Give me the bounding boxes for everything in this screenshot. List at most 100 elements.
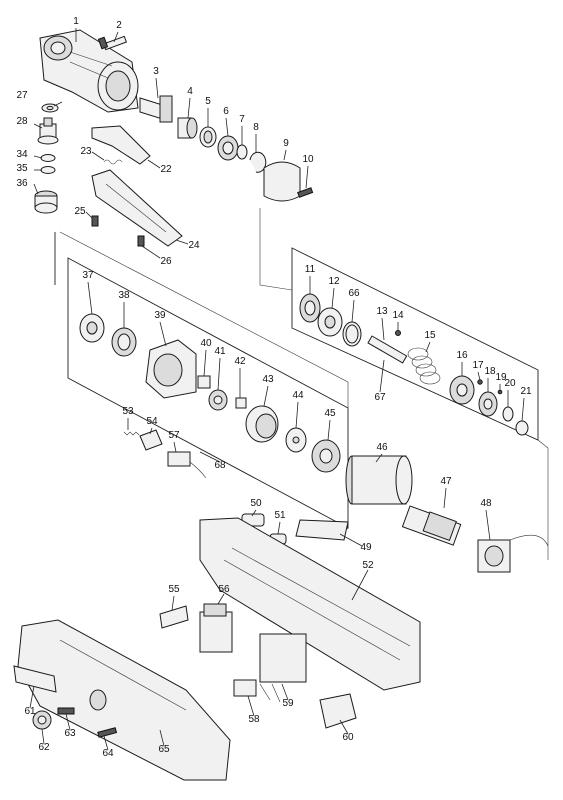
part-41-gear <box>208 389 228 411</box>
part-10-screw <box>297 187 314 198</box>
callout-53: 53 <box>122 406 134 417</box>
part-36-sleeve <box>34 190 58 214</box>
part-38-ring <box>111 327 137 357</box>
part-5-ring <box>199 126 217 148</box>
part-44-flat-washer <box>285 427 307 453</box>
callout-27: 27 <box>16 90 28 101</box>
callout-49: 49 <box>360 542 372 553</box>
part-18-bearing <box>478 391 498 417</box>
part-6-ball-bearing <box>217 135 239 161</box>
callout-16: 16 <box>456 350 468 361</box>
part-66-o-ring <box>342 321 362 347</box>
part-48-switch <box>477 534 549 573</box>
part-22-switch-lever <box>91 125 151 165</box>
part-40-needle-bearing <box>197 375 211 389</box>
part-45-bearing-retainer <box>311 439 341 473</box>
callout-35: 35 <box>16 163 28 174</box>
callout-8: 8 <box>253 122 259 133</box>
part-57-lead-wire <box>167 451 207 479</box>
part-62-knob <box>32 710 52 730</box>
callout-47: 47 <box>440 476 452 487</box>
callout-51: 51 <box>274 510 286 521</box>
callout-45: 45 <box>324 408 336 419</box>
callout-62: 62 <box>38 742 50 753</box>
part-35-o-ring <box>40 166 56 174</box>
callout-64: 64 <box>102 748 114 759</box>
part-49-label <box>295 519 349 541</box>
part-58-plate <box>233 679 257 697</box>
part-28-anvil <box>37 117 59 145</box>
part-12-cam <box>317 307 343 337</box>
part-16-hammer <box>449 375 475 405</box>
part-14-steel-ball <box>395 330 401 336</box>
part-25-screw <box>91 215 99 227</box>
callout-15: 15 <box>424 330 436 341</box>
part-19-ball <box>497 389 503 395</box>
callout-21: 21 <box>520 386 532 397</box>
callout-59: 59 <box>282 698 294 709</box>
part-43-internal-gear <box>245 405 279 443</box>
callout-6: 6 <box>223 106 229 117</box>
part-21-nut <box>515 420 529 436</box>
part-3-spindle <box>139 95 173 123</box>
part-8-retaining-ring <box>249 151 267 173</box>
callout-39: 39 <box>154 310 166 321</box>
part-7-washer <box>236 144 248 160</box>
callout-14: 14 <box>392 310 404 321</box>
callout-52: 52 <box>362 560 374 571</box>
callout-66: 66 <box>348 288 360 299</box>
part-13-shaft <box>367 335 408 364</box>
callout-5: 5 <box>205 96 211 107</box>
part-17-steel-ball <box>477 379 483 385</box>
part-63-screw <box>57 707 75 715</box>
callout-41: 41 <box>214 346 226 357</box>
part-53-spring <box>123 431 140 436</box>
leader-lines <box>33 28 309 259</box>
part-52-motor-housing <box>199 517 421 691</box>
callout-46: 46 <box>376 442 388 453</box>
callout-20: 20 <box>504 378 516 389</box>
callout-44: 44 <box>292 390 304 401</box>
callout-37: 37 <box>82 270 94 281</box>
callout-24: 24 <box>188 240 200 251</box>
callout-26: 26 <box>160 256 172 267</box>
callout-12: 12 <box>328 276 340 287</box>
callout-68: 68 <box>214 460 226 471</box>
callout-67: 67 <box>374 392 386 403</box>
callout-43: 43 <box>262 374 274 385</box>
callout-65: 65 <box>158 744 170 755</box>
callout-18: 18 <box>484 366 496 377</box>
callout-23: 23 <box>80 146 92 157</box>
part-37-cover <box>79 313 105 343</box>
callout-50: 50 <box>250 498 262 509</box>
callout-22: 22 <box>160 164 172 175</box>
part-59-controller <box>259 633 307 703</box>
callout-58: 58 <box>248 714 260 725</box>
part-61-strip <box>13 665 57 693</box>
callout-38: 38 <box>118 290 130 301</box>
part-24-plate <box>91 169 183 247</box>
part-4-needle-bearing <box>177 117 198 139</box>
callout-36: 36 <box>16 178 28 189</box>
part-34-ring <box>40 154 56 162</box>
callout-42: 42 <box>234 356 246 367</box>
part-9-band <box>263 161 301 202</box>
callout-7: 7 <box>239 114 245 125</box>
callout-3: 3 <box>153 66 159 77</box>
part-55-strip <box>159 605 189 629</box>
callout-48: 48 <box>480 498 492 509</box>
part-20-washer <box>502 406 514 422</box>
part-2-screw <box>97 35 128 51</box>
callout-1: 1 <box>73 16 79 27</box>
part-47-armature <box>401 505 462 546</box>
part-39-gear-case <box>145 339 197 399</box>
part-60-battery-cover <box>319 693 357 729</box>
callout-17: 17 <box>472 360 484 371</box>
callout-61: 61 <box>24 706 36 717</box>
part-65-housing-set <box>17 619 231 781</box>
part-15-spring <box>407 347 441 385</box>
part-11-gear <box>299 293 321 323</box>
callout-57: 57 <box>168 430 180 441</box>
part-54-brush <box>139 429 163 451</box>
